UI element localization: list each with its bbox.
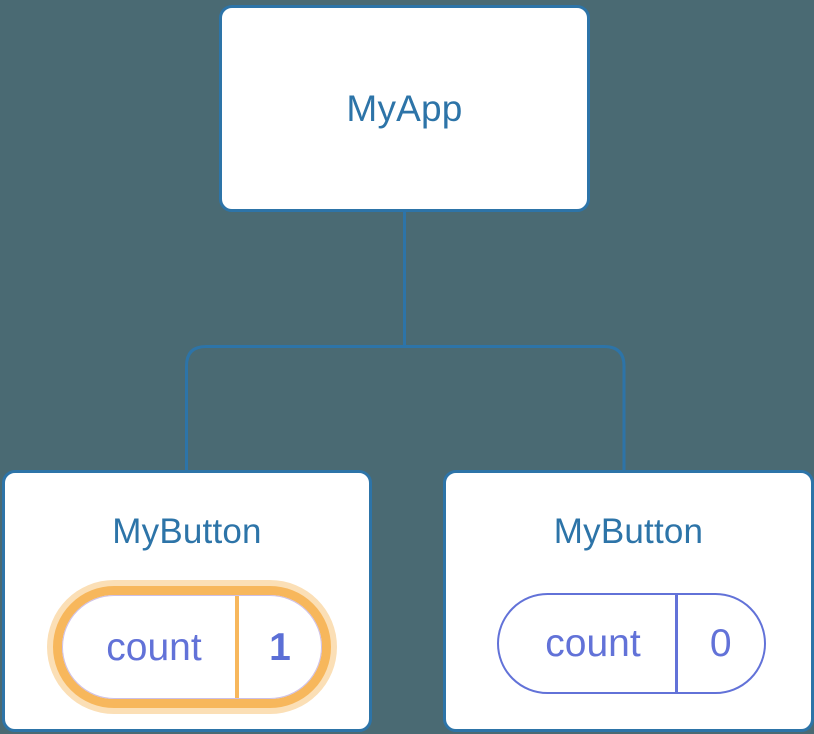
node-mybutton-right-title: MyButton: [553, 512, 704, 551]
state-value-label: 1: [269, 625, 291, 669]
state-pill-highlighted[interactable]: count 1: [47, 580, 337, 714]
state-pill-plain[interactable]: count 0: [497, 593, 766, 694]
state-pill-inner: count 1: [62, 595, 322, 699]
connector-branch-right: [404, 345, 626, 472]
state-value-label: 0: [709, 622, 732, 665]
node-mybutton-left-title: MyButton: [112, 512, 262, 551]
node-mybutton-right[interactable]: MyButton count 0: [443, 470, 814, 732]
connector-branch-left: [185, 345, 405, 472]
node-myapp-title: MyApp: [346, 88, 463, 129]
state-key-label: count: [545, 622, 641, 665]
node-myapp[interactable]: MyApp: [219, 5, 590, 212]
state-pill-divider: [235, 596, 239, 698]
state-pill-divider: [675, 595, 678, 692]
state-key-label: count: [106, 625, 202, 669]
node-mybutton-left[interactable]: MyButton count 1: [2, 470, 372, 732]
